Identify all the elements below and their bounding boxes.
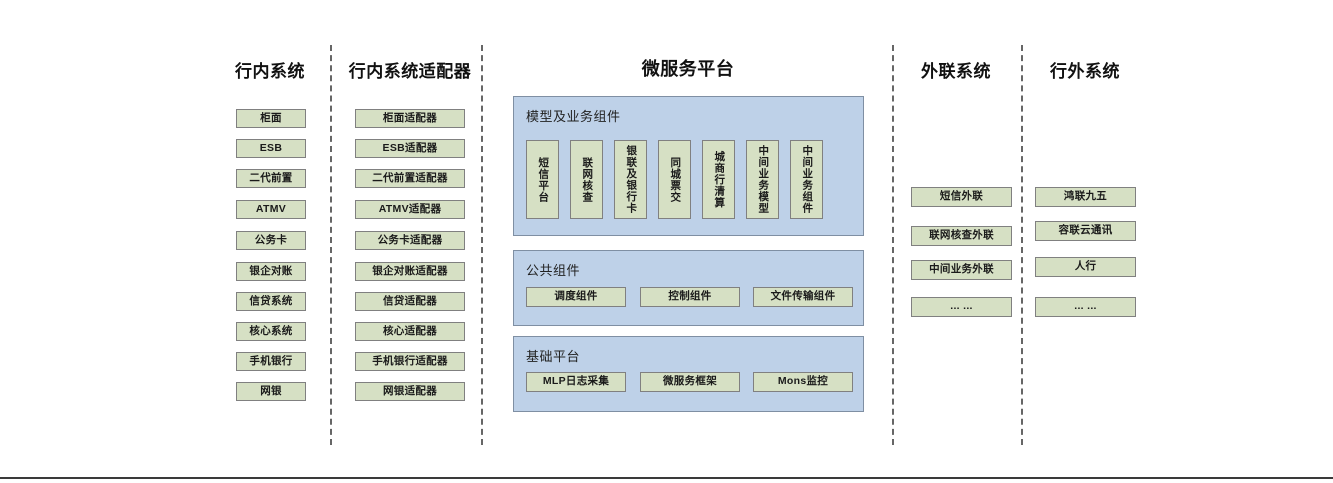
node-in-bank-adapter[interactable]: 手机银行适配器 — [355, 352, 465, 371]
node-model-component[interactable]: 联网核查 — [570, 140, 603, 219]
column-title-in-bank-systems: 行内系统 — [235, 62, 305, 81]
node-external-link-system[interactable]: ... ... — [911, 297, 1012, 317]
node-in-bank-adapter[interactable]: 信贷适配器 — [355, 292, 465, 311]
node-model-component[interactable]: 城商行清算 — [702, 140, 735, 219]
node-model-component[interactable]: 银联及银行卡 — [614, 140, 647, 219]
node-in-bank-system[interactable]: 银企对账 — [236, 262, 306, 281]
node-in-bank-system[interactable]: 柜面 — [236, 109, 306, 128]
node-public-component[interactable]: 控制组件 — [640, 287, 740, 307]
node-basic-platform-component[interactable]: 微服务框架 — [640, 372, 740, 392]
node-external-link-system[interactable]: 短信外联 — [911, 187, 1012, 207]
column-title-out-of-bank-systems: 行外系统 — [1050, 62, 1120, 81]
column-divider-1 — [330, 45, 332, 445]
node-in-bank-system[interactable]: 手机银行 — [236, 352, 306, 371]
column-divider-2 — [481, 45, 483, 445]
node-out-of-bank-system[interactable]: 鸿联九五 — [1035, 187, 1136, 207]
page-bottom-rule — [0, 477, 1333, 479]
node-model-component[interactable]: 中间业务模型 — [746, 140, 779, 219]
node-public-component[interactable]: 文件传输组件 — [753, 287, 853, 307]
node-in-bank-adapter[interactable]: 核心适配器 — [355, 322, 465, 341]
node-external-link-system[interactable]: 联网核查外联 — [911, 226, 1012, 246]
node-in-bank-system[interactable]: ESB — [236, 139, 306, 158]
node-basic-platform-component[interactable]: Mons监控 — [753, 372, 853, 392]
column-divider-4 — [1021, 45, 1023, 445]
column-title-microservice-platform: 微服务平台 — [641, 59, 735, 79]
group-title-model-business-components: 模型及业务组件 — [526, 109, 621, 124]
node-in-bank-adapter[interactable]: 银企对账适配器 — [355, 262, 465, 281]
node-in-bank-system[interactable]: 信贷系统 — [236, 292, 306, 311]
node-out-of-bank-system[interactable]: ... ... — [1035, 297, 1136, 317]
node-out-of-bank-system[interactable]: 人行 — [1035, 257, 1136, 277]
node-in-bank-adapter[interactable]: ESB适配器 — [355, 139, 465, 158]
node-model-component[interactable]: 同城票交 — [658, 140, 691, 219]
node-in-bank-system[interactable]: 公务卡 — [236, 231, 306, 250]
node-in-bank-adapter[interactable]: 网银适配器 — [355, 382, 465, 401]
node-in-bank-adapter[interactable]: 公务卡适配器 — [355, 231, 465, 250]
node-basic-platform-component[interactable]: MLP日志采集 — [526, 372, 626, 392]
node-public-component[interactable]: 调度组件 — [526, 287, 626, 307]
column-divider-3 — [892, 45, 894, 445]
column-title-in-bank-adapters: 行内系统适配器 — [348, 62, 472, 81]
node-in-bank-system[interactable]: ATMV — [236, 200, 306, 219]
column-title-external-link-systems: 外联系统 — [921, 62, 991, 81]
node-model-component[interactable]: 中间业务组件 — [790, 140, 823, 219]
node-in-bank-adapter[interactable]: 二代前置适配器 — [355, 169, 465, 188]
node-external-link-system[interactable]: 中间业务外联 — [911, 260, 1012, 280]
node-out-of-bank-system[interactable]: 容联云通讯 — [1035, 221, 1136, 241]
node-in-bank-system[interactable]: 网银 — [236, 382, 306, 401]
group-title-public-components: 公共组件 — [526, 263, 581, 278]
node-in-bank-system[interactable]: 核心系统 — [236, 322, 306, 341]
group-title-basic-platform: 基础平台 — [526, 349, 581, 364]
node-in-bank-adapter[interactable]: 柜面适配器 — [355, 109, 465, 128]
node-in-bank-system[interactable]: 二代前置 — [236, 169, 306, 188]
node-in-bank-adapter[interactable]: ATMV适配器 — [355, 200, 465, 219]
node-model-component[interactable]: 短信平台 — [526, 140, 559, 219]
